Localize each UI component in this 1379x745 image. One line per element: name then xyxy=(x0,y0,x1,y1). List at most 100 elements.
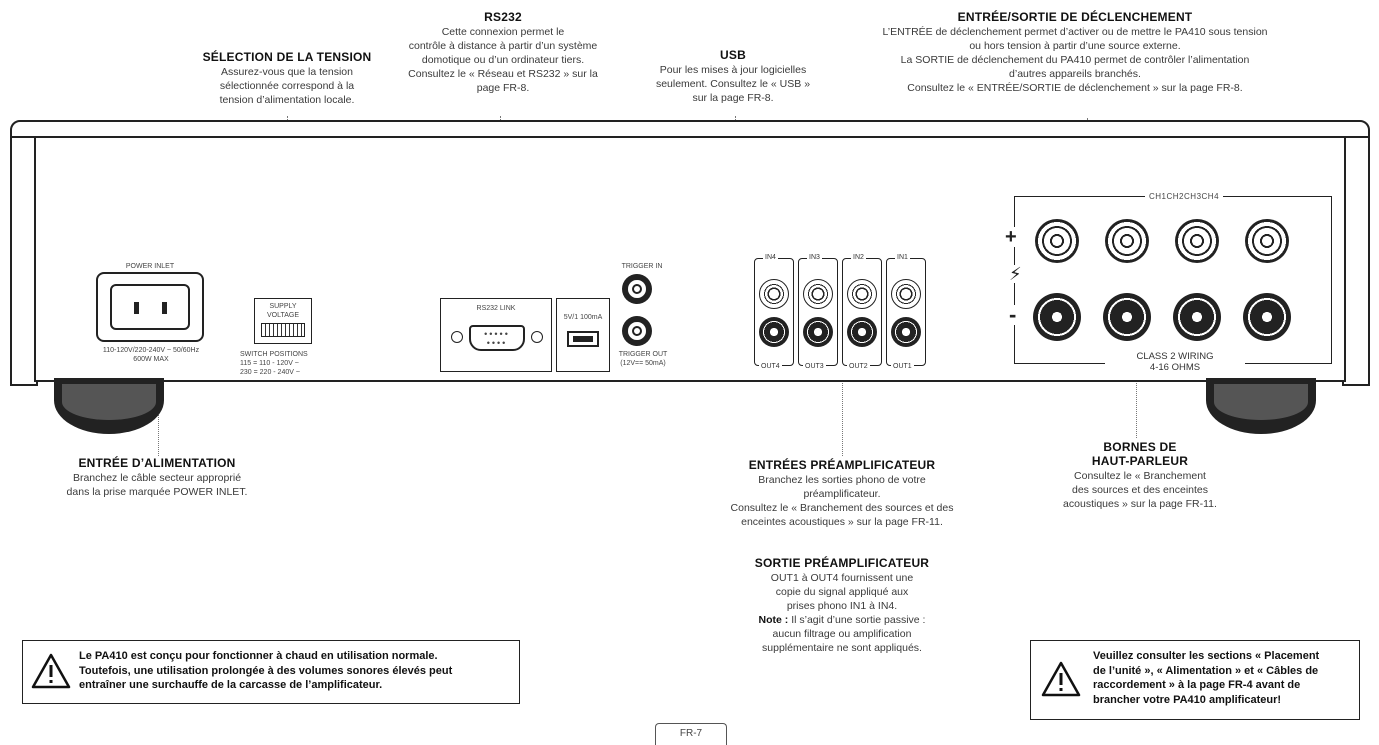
rs232-port[interactable]: ••••••••• xyxy=(469,325,525,351)
amplifier-chassis xyxy=(10,120,1370,434)
rs232-title: RS232 xyxy=(484,10,522,24)
warning-triangle-icon xyxy=(31,653,71,689)
power-leader-line xyxy=(158,378,159,456)
power-inlet[interactable] xyxy=(96,272,204,342)
switch-positions: SWITCH POSITIONS 115 = 110 - 120V ~ 230 … xyxy=(240,350,340,377)
speaker-negative-terminal[interactable] xyxy=(1173,293,1221,341)
minus-sign: - xyxy=(1009,302,1017,327)
preamp-in-jack[interactable] xyxy=(759,279,789,309)
preamp-in-jack[interactable] xyxy=(847,279,877,309)
preamp-out-callout: SORTIE PRÉAMPLIFICATEUR OUT1 à OUT4 four… xyxy=(722,556,962,655)
preamp-out-jack[interactable] xyxy=(847,317,877,347)
supply-voltage-callout: SÉLECTION DE LA TENSION Assurez-vous que… xyxy=(192,50,382,107)
speaker-title: HAUT-PARLEUR xyxy=(1091,454,1189,468)
preamp-channel: IN4 OUT4 xyxy=(754,254,794,370)
callout-line: copie du signal appliqué aux xyxy=(775,586,909,598)
callout-line: Cette connexion permet le xyxy=(441,26,565,38)
speaker-callout: BORNES DE HAUT-PARLEUR Consultez le « Br… xyxy=(1040,440,1240,511)
speaker-leader-line xyxy=(1136,378,1137,438)
trigger-out-jack[interactable] xyxy=(622,316,652,346)
trigger-in-label: TRIGGER IN xyxy=(621,263,663,270)
speaker-positive-terminal[interactable] xyxy=(1245,219,1289,263)
callout-line: domotique ou d’un ordinateur tiers. xyxy=(421,54,585,66)
supply-voltage-label: SUPPLY VOLTAGE xyxy=(266,303,300,319)
preamp-in-label: IN1 xyxy=(895,254,910,261)
preamp-channel: IN1 OUT1 xyxy=(886,254,926,370)
preamp-out-jack[interactable] xyxy=(759,317,789,347)
callout-line: Assurez-vous que la tension xyxy=(221,66,353,78)
callout-line: Consultez le « Réseau et RS232 » sur la xyxy=(408,68,598,80)
preamp-channel: IN3 OUT3 xyxy=(798,254,838,370)
callout-line: dans la prise marquée POWER INLET. xyxy=(66,486,248,498)
rs232-label: RS232 LINK xyxy=(476,305,516,312)
voltage-selector[interactable] xyxy=(261,323,305,337)
callout-line: L’ENTRÉE de déclenchement permet d’activ… xyxy=(882,26,1268,38)
switch-positions-line: 115 = 110 - 120V ~ xyxy=(240,360,299,367)
supply-voltage-title: SÉLECTION DE LA TENSION xyxy=(202,50,372,64)
preamp-in-label: IN2 xyxy=(851,254,866,261)
callout-line: tension d’alimentation locale. xyxy=(219,94,355,106)
screw-icon xyxy=(531,331,543,343)
usb-port[interactable] xyxy=(567,331,599,347)
preamp-in-jack[interactable] xyxy=(803,279,833,309)
usb-callout: USB Pour les mises à jour logicielles se… xyxy=(638,48,828,105)
preamp-out-label: OUT4 xyxy=(759,363,782,370)
preamp-out-jack[interactable] xyxy=(891,317,921,347)
preamp-out-label: OUT3 xyxy=(803,363,826,370)
callout-line: supplémentaire ne sont appliqués. xyxy=(762,642,922,654)
callout-line: seulement. Consultez le « USB » xyxy=(655,78,811,90)
supply-voltage-switch[interactable]: SUPPLY VOLTAGE xyxy=(254,298,312,344)
chassis-right-side xyxy=(1342,136,1370,386)
preamp-in-jack[interactable] xyxy=(891,279,921,309)
screw-icon xyxy=(451,331,463,343)
power-inlet-socket xyxy=(110,284,190,330)
callout-line: sélectionnée correspond à la xyxy=(219,80,355,92)
note-text: Il s’agit d’une sortie passive : xyxy=(791,614,926,626)
power-rating-line: 600W MAX xyxy=(133,356,169,363)
speaker-negative-terminal[interactable] xyxy=(1103,293,1151,341)
right-foot xyxy=(1206,378,1316,434)
callout-line: des sources et des enceintes xyxy=(1072,484,1208,496)
callout-line: contrôle à distance à partir d’un systèm… xyxy=(408,40,598,52)
warning-triangle-icon xyxy=(1041,661,1081,697)
power-inlet-label: POWER INLET xyxy=(125,263,175,270)
callout-line: préamplificateur. xyxy=(803,488,881,500)
callout-line: prises phono IN1 à IN4. xyxy=(786,600,898,612)
preamp-out-label: OUT1 xyxy=(891,363,914,370)
speaker-positive-terminal[interactable] xyxy=(1175,219,1219,263)
rs232-callout: RS232 Cette connexion permet le contrôle… xyxy=(378,10,628,95)
trigger-title: ENTRÉE/SORTIE DE DÉCLENCHEMENT xyxy=(957,10,1193,24)
heat-warning-box: Le PA410 est conçu pour fonctionner à ch… xyxy=(22,640,520,704)
preamp-in-callout: ENTRÉES PRÉAMPLIFICATEUR Branchez les so… xyxy=(702,458,982,529)
callout-line: Consultez le « Branchement des sources e… xyxy=(730,502,954,514)
callout-line: OUT1 à OUT4 fournissent une xyxy=(770,572,914,584)
speaker-negative-terminal[interactable] xyxy=(1243,293,1291,341)
speaker-terminals-panel: CH1CH2CH3CH4 + ⚡ - CLASS 2 WIRING 4-16 O… xyxy=(1005,192,1332,373)
callout-line: Branchez les sorties phono de votre xyxy=(758,474,926,486)
preamp-out-jack[interactable] xyxy=(803,317,833,347)
power-rating: 110-120V/220-240V ~ 50/60Hz 600W MAX xyxy=(86,346,216,364)
speaker-negative-terminal[interactable] xyxy=(1033,293,1081,341)
callout-line: page FR-8. xyxy=(476,82,530,94)
callout-line: aucun filtrage ou amplification xyxy=(772,628,912,640)
trigger-in-jack[interactable] xyxy=(622,274,652,304)
usb-title: USB xyxy=(720,48,746,62)
power-pin-icon xyxy=(134,302,139,314)
preamp-channel: IN2 OUT2 xyxy=(842,254,882,370)
callout-line: d’autres appareils branchés. xyxy=(1009,68,1141,80)
speaker-positive-terminal[interactable] xyxy=(1035,219,1079,263)
callout-line: Consultez le « ENTRÉE/SORTIE de déclench… xyxy=(907,82,1243,94)
installation-warning-box: Veuillez consulter les sections « Placem… xyxy=(1030,640,1360,720)
callout-line: enceintes acoustiques » sur la page FR-1… xyxy=(741,516,943,528)
preamp-leader-line xyxy=(842,372,843,456)
speaker-positive-terminal[interactable] xyxy=(1105,219,1149,263)
speaker-channel-header: CH1CH2CH3CH4 xyxy=(1145,192,1224,201)
preamp-in-label: IN3 xyxy=(807,254,822,261)
callout-line: Note : Il s’agit d’une sortie passive : xyxy=(722,613,962,627)
switch-positions-line: SWITCH POSITIONS xyxy=(240,351,308,358)
preamp-in-title: ENTRÉES PRÉAMPLIFICATEUR xyxy=(748,458,936,472)
callout-line: La SORTIE de déclenchement du PA410 perm… xyxy=(900,54,1250,66)
db9-pins-icon: ••••••••• xyxy=(484,329,510,348)
preamp-io-panel: IN4 OUT4 IN3 OUT3 IN2 OUT2 IN1 OUT1 xyxy=(754,254,938,370)
plus-sign: + xyxy=(1005,226,1017,248)
